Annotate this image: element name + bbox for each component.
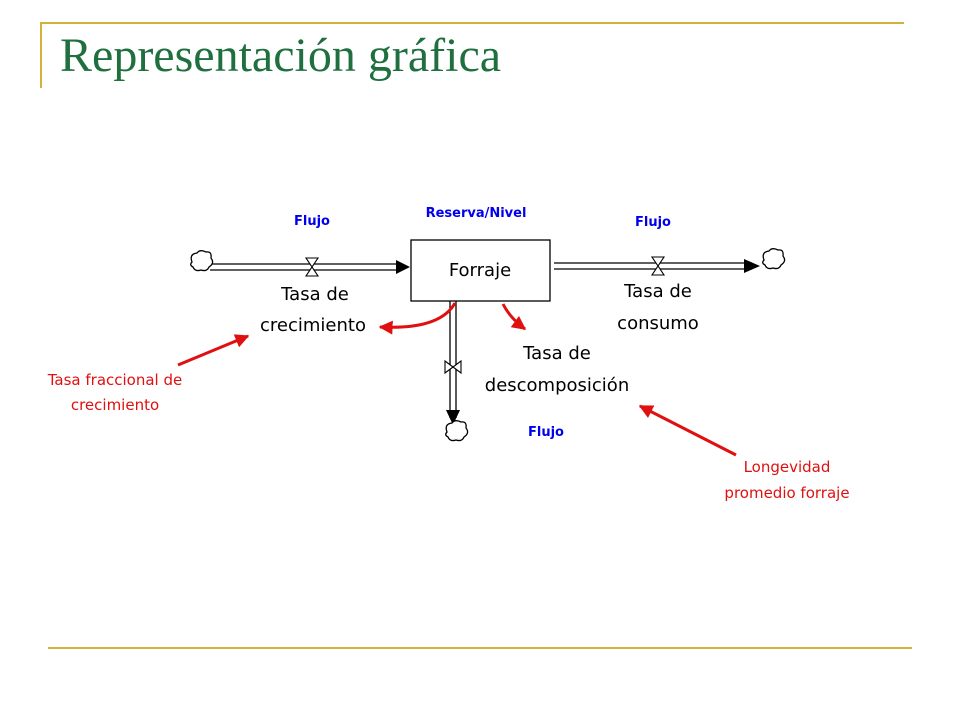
flow-name-consumo-line2: consumo: [617, 313, 699, 334]
aux-fraccional-line1: Tasa fraccional de: [47, 371, 183, 389]
link-arrow-fraccional-to-crecimiento: [177, 334, 250, 367]
top-accent-rule-horizontal: [40, 22, 904, 24]
valve-icon: [650, 256, 666, 276]
outflow-pipe-consumo: [554, 259, 760, 273]
stock-name: Forraje: [449, 260, 511, 281]
cloud-source-icon: [190, 250, 214, 272]
aux-fraccional-line2: crecimiento: [71, 396, 159, 414]
flow-name-descomposicion-line1: Tasa de: [522, 343, 591, 364]
flow-name-descomposicion-line2: descomposición: [485, 375, 629, 396]
slide-title: Representación gráfica: [60, 29, 502, 82]
stock-header: Reserva/Nivel: [426, 206, 527, 221]
link-arrow-stock-to-crecimiento: [378, 302, 457, 335]
top-accent-rule-vertical: [40, 22, 42, 88]
aux-longevidad-line2: promedio forraje: [724, 484, 849, 502]
flow-name-crecimiento-line2: crecimiento: [260, 315, 366, 336]
link-arrow-stock-to-descomposicion: [501, 303, 527, 331]
flow-name-consumo-line1: Tasa de: [623, 281, 692, 302]
aux-longevidad-line1: Longevidad: [744, 458, 831, 476]
flow-header-consumo: Flujo: [635, 215, 671, 230]
flow-header-crecimiento: Flujo: [294, 214, 330, 229]
flow-header-descomposicion: Flujo: [528, 425, 564, 440]
valve-icon: [444, 359, 462, 375]
cloud-sink-icon: [762, 248, 786, 270]
flow-name-crecimiento-line1: Tasa de: [280, 284, 349, 305]
stock-box: [410, 239, 551, 302]
cloud-sink-icon: [445, 420, 469, 442]
link-arrow-longevidad-to-descomposicion: [638, 404, 737, 457]
outflow-pipe-descomposicion: [446, 301, 460, 425]
bottom-accent-rule: [48, 647, 912, 649]
valve-icon: [304, 257, 320, 277]
inflow-pipe: [210, 260, 410, 274]
